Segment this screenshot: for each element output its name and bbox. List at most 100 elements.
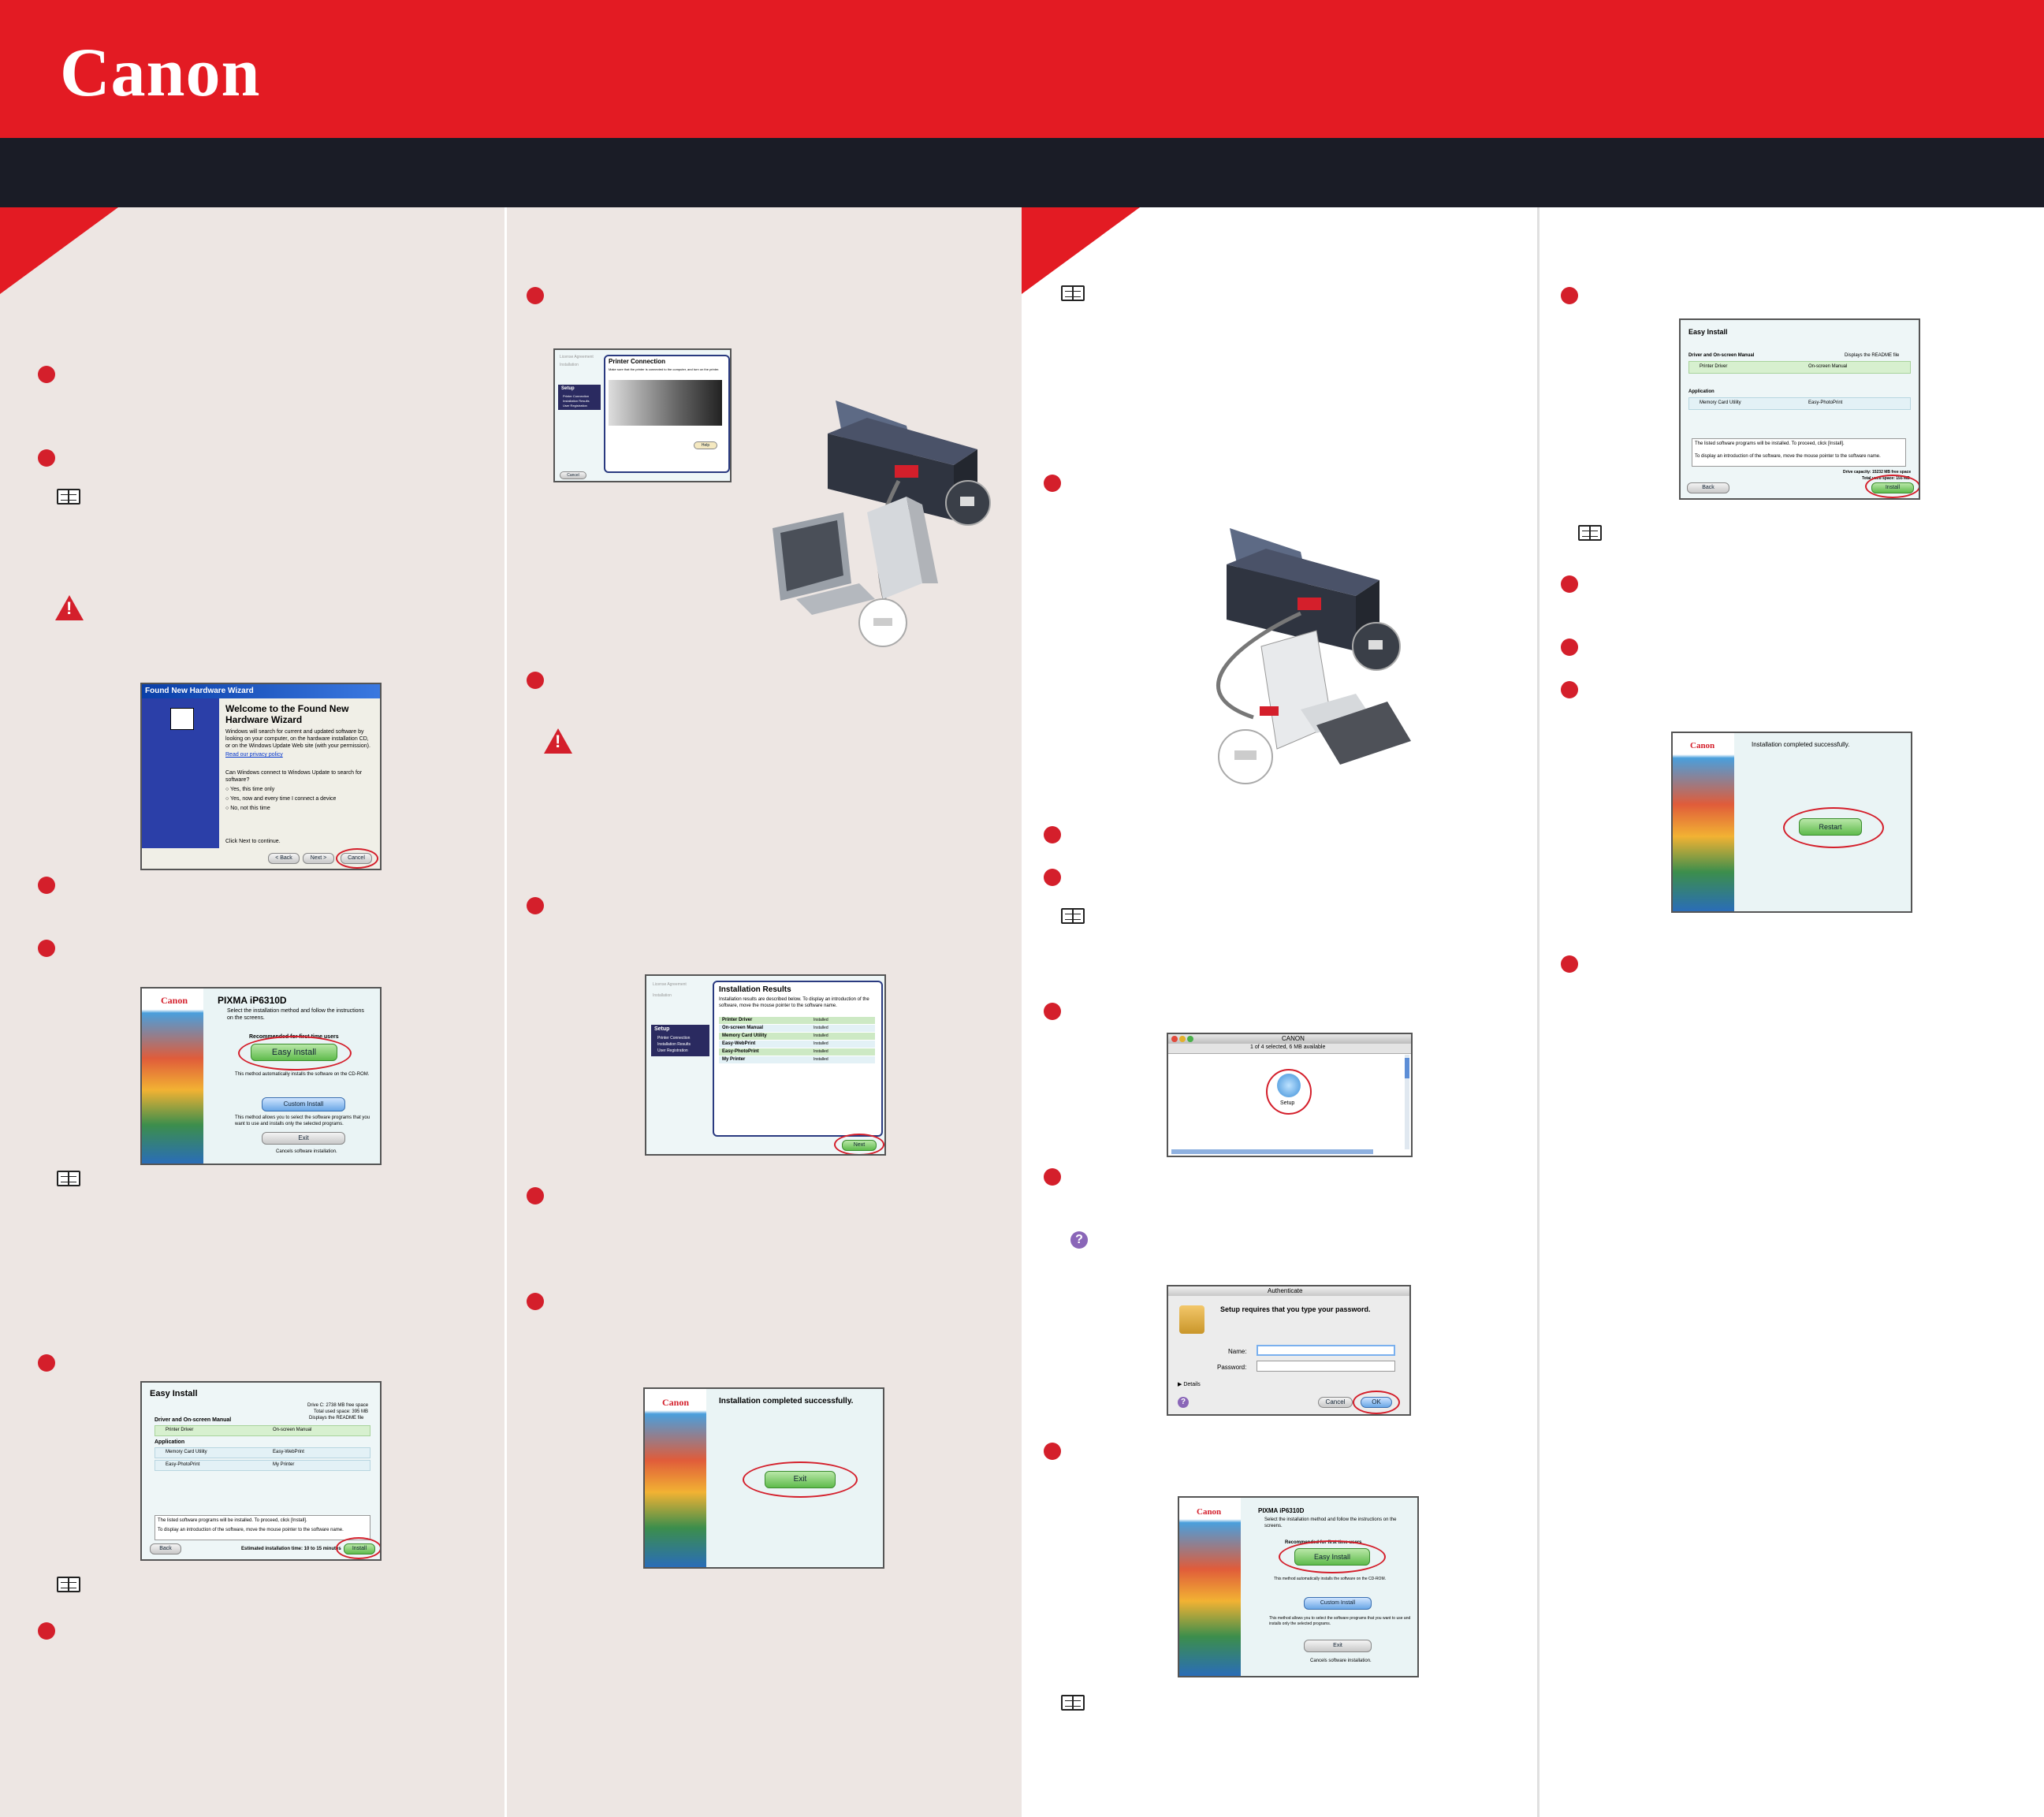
list-item[interactable]: On-screen Manual [1808,364,1848,369]
cancel-button[interactable]: Cancel [1318,1397,1353,1408]
highlight-oval [1353,1391,1400,1414]
list-item[interactable]: Memory Card Utility [166,1450,207,1454]
list-row [1688,361,1911,374]
completed-message: Installation completed successfully. [1752,741,1850,748]
window-title: Found New Hardware Wizard [145,687,254,695]
model-name: PIXMA iP6310D [1258,1507,1305,1514]
result-status: Installed [814,1057,828,1062]
highlight-oval [1279,1540,1386,1573]
list-row [155,1460,370,1471]
readme-link[interactable]: Displays the README file [1845,353,1900,358]
printer-connection-screenshot: License Agreement Installation Setup Pri… [553,348,732,482]
step-bullet [527,287,544,304]
readme-link[interactable]: Displays the README file [309,1416,364,1420]
window-titlebar [1168,1286,1409,1296]
password-label: Password: [1217,1364,1247,1371]
book-icon [1061,908,1085,924]
column-divider [504,207,507,1817]
step-bullet [1561,575,1578,593]
list-item[interactable]: Printer Driver [1700,364,1728,369]
canon-brand: Canon [161,995,188,1006]
estimated-time: Estimated installation time: 10 to 15 mi… [241,1547,341,1551]
result-status: Installed [814,1026,828,1030]
exit-button[interactable]: Exit [1304,1640,1372,1652]
wizard-body: Windows will search for current and upda… [225,729,370,749]
custom-description: This method allows you to select the sof… [1269,1616,1411,1626]
horizontal-scrollbar[interactable] [1171,1149,1373,1154]
exit-description: Cancels software installation. [276,1149,337,1154]
easy-description: This method automatically installs the s… [235,1072,370,1077]
found-hardware-wizard-screenshot: Found New Hardware Wizard Welcome to the… [140,683,382,870]
privacy-link[interactable]: Read our privacy policy [225,752,283,758]
password-input[interactable] [1257,1361,1395,1372]
highlight-oval [1266,1069,1312,1115]
result-row[interactable]: On-screen Manual Installed [719,1025,875,1032]
mac-pixma-install-menu-screenshot: Canon PIXMA iP6310D Select the installat… [1178,1496,1419,1677]
substep-label: Printer Connection [657,1036,691,1041]
scrollbar[interactable] [1405,1055,1409,1149]
scrollbar-thumb[interactable] [1405,1058,1409,1078]
printer-usb-illustration [773,400,991,647]
exit-button[interactable]: Exit [262,1132,345,1145]
column-divider [1019,207,1022,1817]
zoom-icon[interactable] [1187,1036,1193,1042]
note-text: To display an introduction of the softwa… [1695,454,1881,459]
mac-installation-completed-screenshot: Canon Installation completed successfull… [1671,732,1912,913]
list-item[interactable]: Easy-WebPrint [273,1450,304,1454]
active-step-box [651,1025,709,1056]
radio-option[interactable]: ○ Yes, now and every time I connect a de… [225,796,337,802]
list-item[interactable]: Printer Driver [166,1428,194,1432]
question-icon[interactable]: ? [1178,1397,1189,1408]
details-toggle[interactable]: ▶ Details [1178,1382,1201,1387]
book-icon [57,489,80,505]
next-button[interactable]: Next > [303,853,334,864]
step-bullet [38,1354,55,1372]
substep-label: User Registration [563,404,587,408]
finder-status: 1 of 4 selected, 6 MB available [1250,1044,1326,1050]
step-bullet [1044,826,1061,843]
close-icon[interactable] [1171,1036,1178,1042]
list-item[interactable]: On-screen Manual [273,1428,312,1432]
result-item-name: Easy-PhotoPrint [722,1049,759,1054]
step-bullet [38,877,55,894]
name-input[interactable] [1257,1345,1395,1356]
step-label: Installation [560,363,579,367]
step-bullet [38,449,55,467]
custom-install-button[interactable]: Custom Install [262,1097,345,1111]
list-item[interactable]: Easy-PhotoPrint [166,1462,200,1467]
back-button[interactable]: Back [1687,482,1729,493]
radio-option[interactable]: ○ Yes, this time only [225,787,275,792]
back-button[interactable]: < Back [268,853,300,864]
mac-finder-window-screenshot: CANON 1 of 4 selected, 6 MB available Se… [1167,1033,1413,1157]
note-text: To display an introduction of the softwa… [158,1528,344,1532]
disk-space: Drive C: 2738 MB free space [307,1403,369,1408]
menu-instruction: Select the installation method and follo… [227,1008,364,1021]
radio-option[interactable]: ○ No, not this time [225,806,270,811]
group-label: Application [155,1439,185,1445]
wizard-heading: Welcome to the Found New Hardware Wizard [225,703,349,725]
list-item[interactable]: Memory Card Utility [1700,400,1741,405]
result-row[interactable]: Easy-PhotoPrint Installed [719,1048,875,1056]
photo-collage [1673,733,1734,911]
back-button[interactable]: Back [150,1543,181,1555]
cancel-button[interactable]: Cancel [560,471,586,479]
canon-brand: Canon [662,1397,690,1408]
custom-install-button[interactable]: Custom Install [1304,1597,1372,1610]
minimize-icon[interactable] [1179,1036,1186,1042]
window-titlebar [142,684,380,698]
corner-triangle [0,207,118,294]
column-divider [1537,207,1540,1817]
result-item-name: On-screen Manual [722,1026,764,1030]
model-name: PIXMA iP6310D [218,995,287,1006]
help-button[interactable]: Help [694,441,717,449]
result-status: Installed [814,1049,828,1054]
highlight-oval [834,1134,884,1154]
list-item[interactable]: Easy-PhotoPrint [1808,400,1843,405]
corner-triangle [1022,207,1140,294]
group-label: Application [1688,389,1715,394]
list-item[interactable]: My Printer [273,1462,295,1467]
